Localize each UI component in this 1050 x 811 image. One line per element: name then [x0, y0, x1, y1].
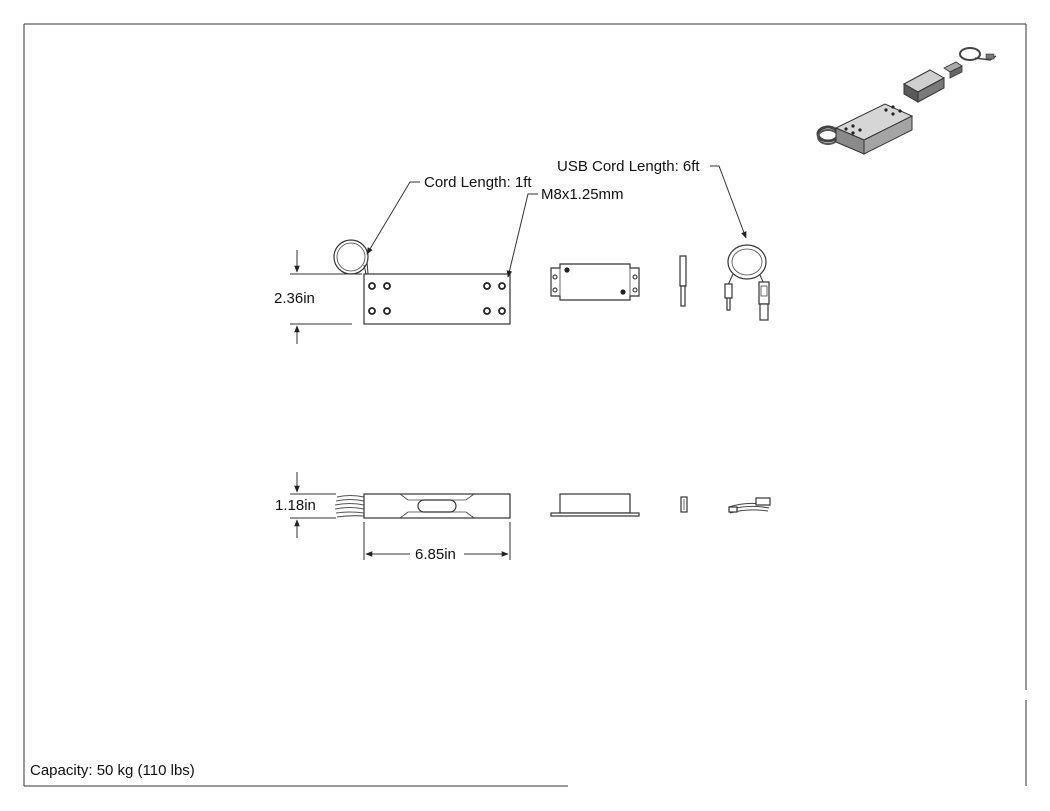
- isometric-assembly-view: [816, 47, 997, 155]
- side-view-plug: [680, 496, 688, 513]
- thread-callout: M8x1.25mm: [506, 186, 624, 278]
- top-view-usb-cable: [724, 244, 770, 321]
- cord-length-callout: Cord Length: 1ft: [366, 174, 532, 255]
- width-side-label: 6.85in: [415, 546, 456, 563]
- height-side-label: 1.18in: [275, 497, 316, 514]
- top-view-amplifier: [550, 263, 640, 301]
- usb-cord-length-callout: USB Cord Length: 6ft: [557, 158, 747, 239]
- height-dimension-top: 2.36in: [274, 250, 362, 344]
- usb-cord-length-label: USB Cord Length: 6ft: [557, 158, 700, 175]
- top-view-load-cell: [333, 239, 511, 325]
- capacity-label: Capacity: 50 kg (110 lbs): [30, 762, 195, 779]
- width-dimension-side: 6.85in: [363, 522, 511, 563]
- side-view-usb-cable: [728, 497, 771, 514]
- side-view-load-cell: [334, 493, 511, 519]
- side-view-amplifier: [550, 493, 640, 517]
- cord-length-label: Cord Length: 1ft: [424, 174, 532, 191]
- sheet-border: [23, 23, 1027, 787]
- height-top-label: 2.36in: [274, 290, 315, 307]
- top-view-plug: [679, 255, 687, 307]
- height-dimension-side: 1.18in: [275, 472, 336, 538]
- thread-size-label: M8x1.25mm: [541, 186, 624, 203]
